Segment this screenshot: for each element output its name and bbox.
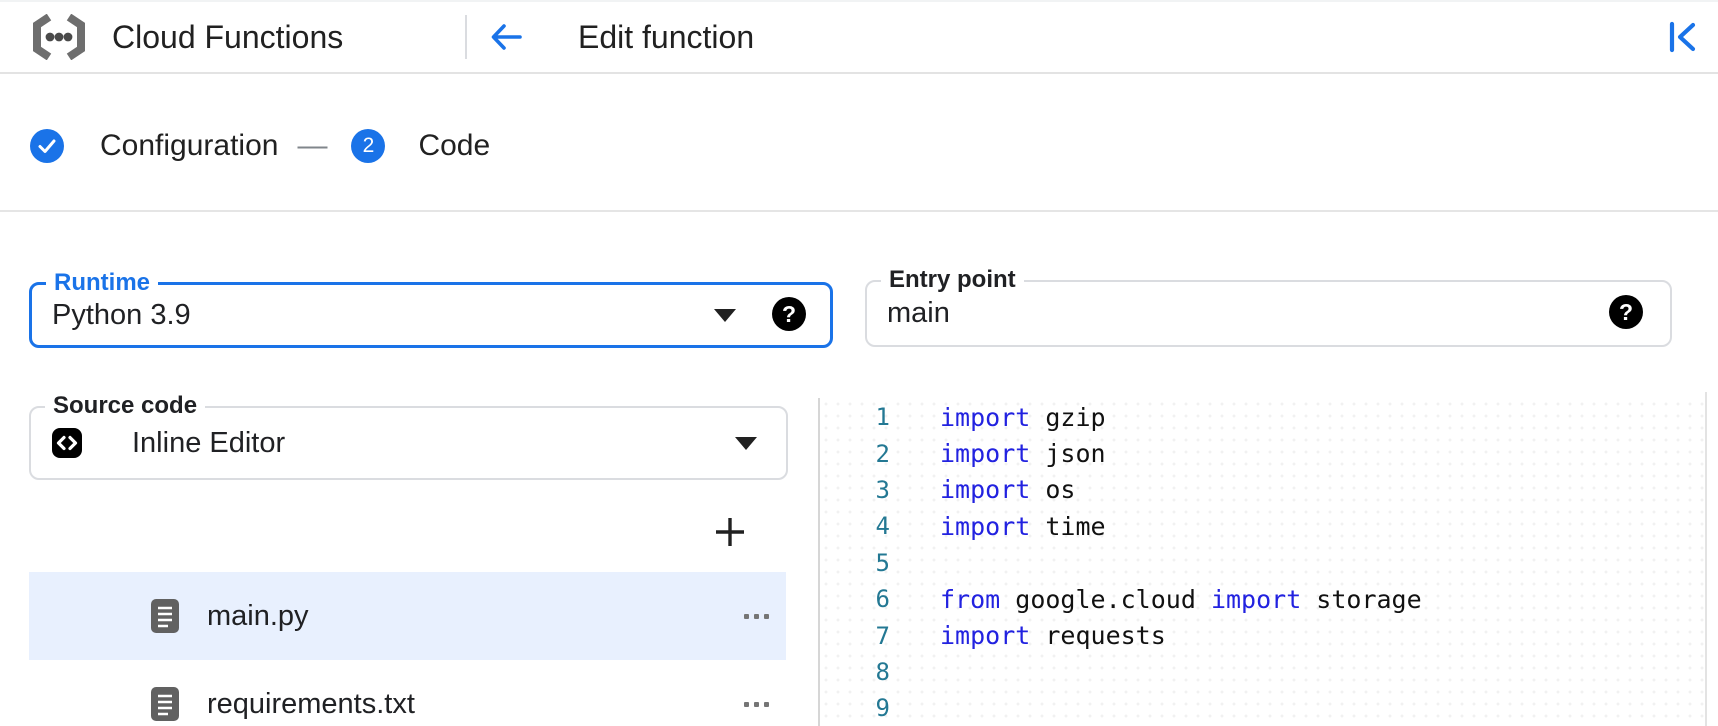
add-file-button[interactable] bbox=[712, 514, 748, 550]
line-number: 5 bbox=[875, 548, 890, 577]
code-text: from google.cloud import storage bbox=[940, 584, 1422, 614]
code-text: import json bbox=[940, 439, 1106, 469]
line-number: 1 bbox=[875, 403, 890, 432]
dropdown-arrow-icon bbox=[735, 437, 757, 450]
step-configuration-label[interactable]: Configuration bbox=[100, 129, 279, 162]
runtime-value: Python 3.9 bbox=[52, 298, 191, 331]
line-number: 9 bbox=[875, 694, 890, 723]
source-code-label: Source code bbox=[45, 393, 206, 419]
check-icon bbox=[38, 139, 56, 153]
help-icon[interactable]: ? bbox=[772, 297, 806, 331]
code-text: import gzip bbox=[940, 402, 1106, 432]
gutter-divider bbox=[818, 398, 820, 726]
app-title: Cloud Functions bbox=[112, 18, 344, 55]
source-code-select[interactable]: Source code Inline Editor bbox=[29, 393, 788, 480]
dropdown-arrow-icon bbox=[714, 309, 736, 322]
entry-point-value: main bbox=[887, 297, 950, 329]
code-text: import time bbox=[940, 511, 1106, 541]
code-line-8[interactable]: 8 bbox=[790, 654, 1704, 690]
step-code-label[interactable]: Code bbox=[418, 129, 491, 162]
file-icon bbox=[151, 687, 179, 721]
code-text: import os bbox=[940, 475, 1076, 505]
stepper-connector: — bbox=[297, 129, 328, 162]
line-number: 2 bbox=[875, 439, 890, 468]
page-title: Edit function bbox=[578, 18, 755, 55]
code-line-7[interactable]: 7 import requests bbox=[790, 617, 1704, 653]
line-number: 4 bbox=[875, 512, 890, 541]
help-icon[interactable]: ? bbox=[1609, 295, 1643, 329]
step-configuration-circle[interactable] bbox=[30, 129, 64, 163]
code-line-5[interactable]: 5 bbox=[790, 545, 1704, 581]
line-number: 3 bbox=[875, 475, 890, 504]
entry-point-label: Entry point bbox=[881, 267, 1024, 293]
file-row-main.py[interactable]: main.py bbox=[29, 572, 786, 660]
code-line-9[interactable]: 9 bbox=[790, 690, 1704, 726]
code-text: import requests bbox=[940, 621, 1166, 651]
step-code-number: 2 bbox=[362, 134, 375, 157]
file-name: main.py bbox=[207, 599, 309, 632]
section-divider bbox=[0, 210, 1718, 212]
code-line-3[interactable]: 3 import os bbox=[790, 472, 1704, 508]
cloud-functions-logo bbox=[33, 14, 85, 60]
line-number: 6 bbox=[875, 585, 890, 614]
editor-background bbox=[820, 398, 1705, 726]
step-code-circle[interactable]: 2 bbox=[351, 129, 386, 163]
file-row-requirements.txt[interactable]: requirements.txt bbox=[29, 660, 786, 726]
code-brackets-icon bbox=[52, 428, 82, 458]
header-bar: Cloud Functions Edit function bbox=[0, 0, 1718, 74]
code-line-1[interactable]: 1 import gzip bbox=[790, 399, 1704, 435]
file-list: main.py requirements.txt bbox=[29, 572, 786, 726]
runtime-label: Runtime bbox=[46, 270, 158, 296]
overflow-menu-icon[interactable] bbox=[744, 613, 769, 619]
editor-lines: 1 import gzip 2 import json 3 import os 4 impor… bbox=[790, 399, 1704, 726]
code-editor[interactable]: 1 import gzip 2 import json 3 import os 4 impor… bbox=[790, 392, 1718, 726]
code-line-4[interactable]: 4 import time bbox=[790, 508, 1704, 544]
entry-point-input[interactable]: Entry point main ? bbox=[865, 267, 1672, 347]
source-code-value: Inline Editor bbox=[132, 426, 286, 459]
runtime-select[interactable]: Runtime Python 3.9 ? bbox=[29, 270, 833, 348]
line-number: 8 bbox=[875, 657, 890, 686]
wizard-stepper: Configuration — 2 Code bbox=[30, 118, 490, 174]
file-name: requirements.txt bbox=[207, 687, 415, 720]
file-icon bbox=[151, 599, 179, 633]
back-arrow-icon[interactable] bbox=[486, 17, 526, 57]
header-divider bbox=[465, 15, 467, 59]
overflow-menu-icon[interactable] bbox=[744, 701, 769, 707]
editor-right-border bbox=[1705, 392, 1707, 726]
code-line-6[interactable]: 6 from google.cloud import storage bbox=[790, 581, 1704, 617]
collapse-panel-icon[interactable] bbox=[1660, 16, 1702, 58]
code-line-2[interactable]: 2 import json bbox=[790, 435, 1704, 471]
line-number: 7 bbox=[875, 621, 890, 650]
